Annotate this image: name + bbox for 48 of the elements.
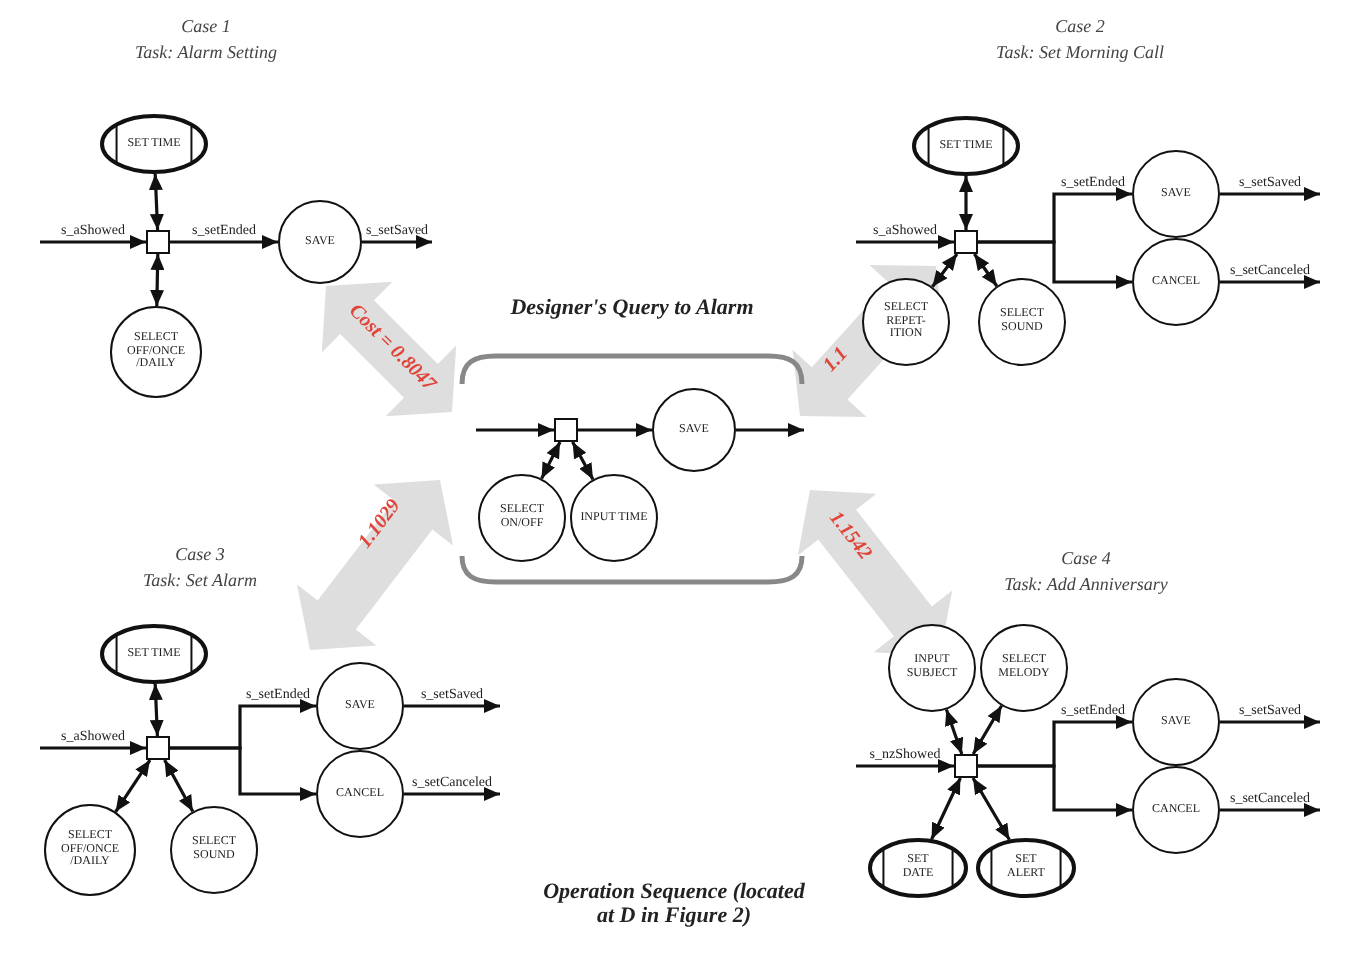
arrow bbox=[148, 683, 164, 737]
arrow bbox=[540, 441, 562, 480]
state-square bbox=[954, 754, 978, 778]
arrow bbox=[170, 746, 316, 801]
arrow bbox=[476, 423, 554, 437]
state-square bbox=[146, 736, 170, 760]
case-heading: Case 1 bbox=[181, 16, 231, 36]
case-heading: Case 2 bbox=[1055, 16, 1105, 36]
arrow bbox=[1220, 187, 1320, 201]
case-heading: Task: Set Alarm bbox=[143, 570, 257, 590]
case-heading: Case 3 bbox=[175, 544, 225, 564]
caption: Operation Sequence (located at D in Figure 2) bbox=[541, 880, 807, 928]
arrow bbox=[114, 759, 152, 813]
arrow bbox=[40, 741, 146, 755]
state-square bbox=[954, 230, 978, 254]
case-heading: Task: Add Anniversary bbox=[1004, 574, 1168, 594]
arrow bbox=[163, 759, 195, 813]
arrow bbox=[944, 709, 964, 755]
arrow bbox=[1220, 715, 1320, 729]
arrow bbox=[971, 705, 1003, 755]
cost-label: 1.1 bbox=[819, 343, 853, 377]
arrow bbox=[170, 235, 278, 249]
arrow bbox=[978, 764, 1132, 817]
case-heading: Case 4 bbox=[1061, 548, 1111, 568]
arrow bbox=[856, 759, 954, 773]
arrow bbox=[40, 235, 146, 249]
arrow bbox=[736, 423, 804, 437]
case-heading: Task: Alarm Setting bbox=[135, 42, 277, 62]
arrow bbox=[148, 173, 164, 231]
arrow bbox=[971, 777, 1011, 841]
arrow bbox=[930, 777, 962, 840]
arrow bbox=[856, 235, 954, 249]
state-square bbox=[554, 418, 578, 442]
arrow bbox=[959, 176, 973, 230]
arrow bbox=[1220, 275, 1320, 289]
arrow bbox=[973, 253, 999, 287]
state-square bbox=[146, 230, 170, 254]
arrow bbox=[578, 423, 652, 437]
case-heading: Task: Set Morning Call bbox=[996, 42, 1164, 62]
arrow bbox=[978, 240, 1132, 289]
arrow bbox=[362, 235, 432, 249]
arrow bbox=[931, 253, 959, 288]
arrow bbox=[1220, 803, 1320, 817]
group-title: Designer's Query to Alarm bbox=[508, 296, 756, 320]
arrow bbox=[404, 787, 500, 801]
arrow bbox=[571, 441, 595, 481]
arrow bbox=[150, 253, 165, 307]
arrow bbox=[404, 699, 500, 713]
